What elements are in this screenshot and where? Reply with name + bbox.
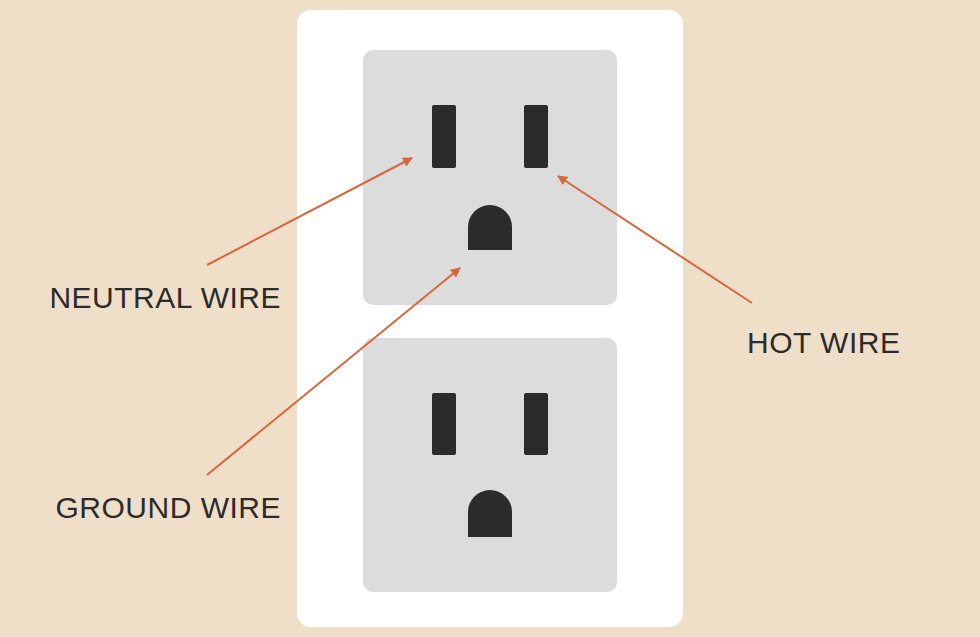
outlet-face bbox=[363, 50, 617, 305]
ground-hole bbox=[468, 205, 512, 250]
neutral-slot bbox=[432, 105, 456, 168]
leader-line bbox=[207, 158, 412, 265]
wall-plate bbox=[297, 10, 683, 627]
wire-label: NEUTRAL WIRE bbox=[49, 280, 281, 316]
ground-hole bbox=[468, 490, 512, 537]
wire-label: HOT WIRE bbox=[747, 325, 900, 361]
hot-slot bbox=[524, 393, 548, 455]
neutral-slot bbox=[432, 393, 456, 455]
outlet-face bbox=[363, 338, 617, 592]
leader-line bbox=[558, 176, 752, 303]
wire-label: GROUND WIRE bbox=[56, 490, 282, 526]
hot-slot bbox=[524, 105, 548, 168]
